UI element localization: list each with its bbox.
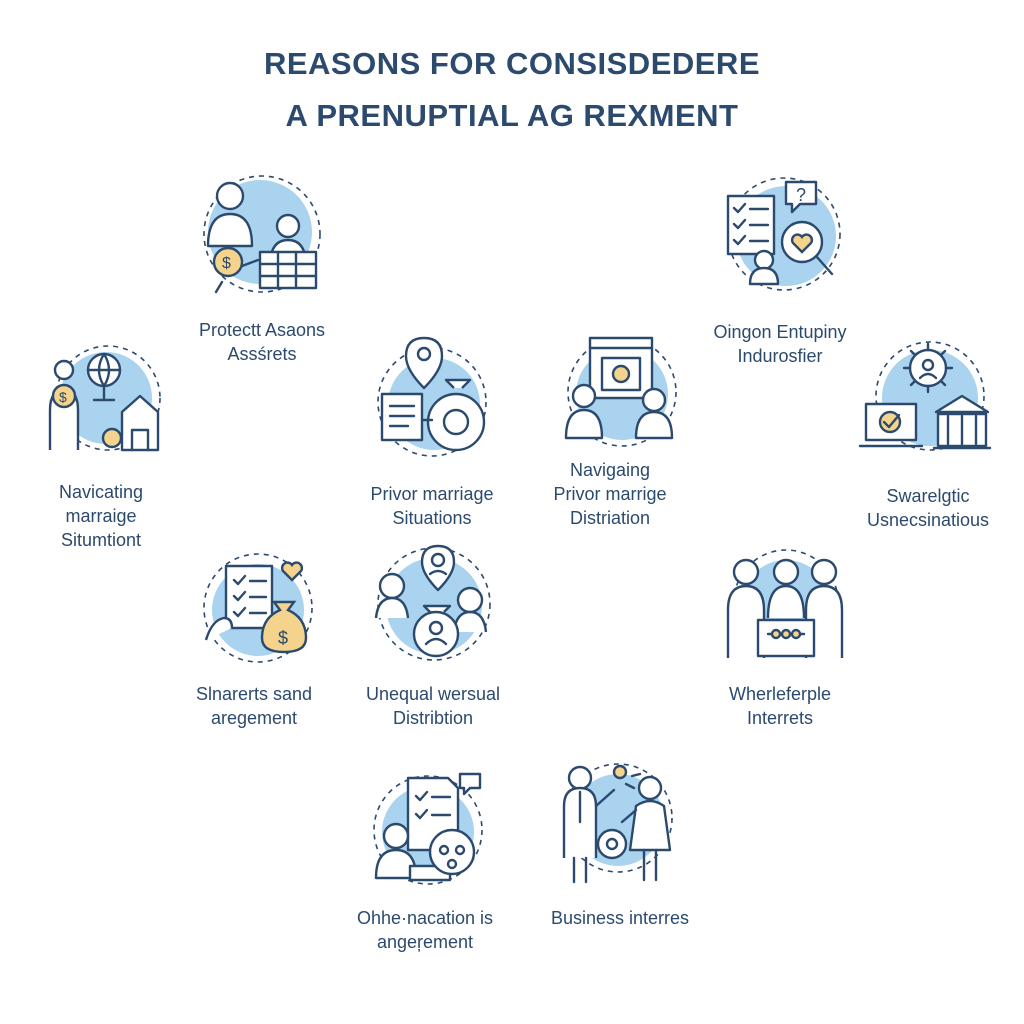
svg-text:$: $	[59, 389, 67, 405]
reason-label-line: Protectt Asaons	[198, 320, 326, 340]
title-line-2: A PRENUPTIAL AG REXMENT	[285, 98, 739, 133]
svg-text:$: $	[278, 628, 288, 648]
reason-label-line: Business interres	[550, 908, 690, 928]
reason-label-line: marraige	[65, 506, 137, 526]
laptop-gear-bank-icon	[858, 341, 992, 451]
title-line-1: REASONS FOR CONSISDEDERE	[263, 46, 760, 81]
reason-label-line: Slnarerts sand	[195, 684, 313, 704]
reason-label-line: aregement	[210, 708, 298, 728]
reason-label-line: Situations	[392, 508, 472, 528]
people-money-ledger-icon: $	[203, 175, 321, 294]
reason-label-line: Interrets	[746, 708, 814, 728]
reason-label-line: Privor marriage	[370, 484, 494, 504]
checklist-heart-money-bag-icon: $	[203, 553, 313, 663]
reason-label-line: Navicating	[58, 482, 144, 502]
reason-label-line: Situmtiont	[60, 530, 142, 550]
svg-text:?: ?	[796, 185, 806, 205]
reason-label-line: Wherleferple	[728, 684, 832, 704]
group-meeting-icon	[726, 549, 844, 658]
reason-label-line: Distriation	[569, 508, 651, 528]
reason-label-line: Distribtion	[392, 708, 474, 728]
reason-label-line: Swarelgtic	[886, 486, 970, 506]
business-couple-gear-icon	[562, 763, 673, 884]
safe-couple-icon	[564, 336, 677, 447]
globe-money-house-icon: $	[48, 345, 161, 452]
reason-label-line: Ohhe·nacation is	[356, 908, 494, 928]
checklist-heart-search-icon: ?	[726, 177, 841, 291]
person-document-chat-icon	[373, 772, 483, 885]
reason-label-line: Usnecsinatious	[866, 510, 990, 530]
reason-label-line: Unequal wersual	[365, 684, 501, 704]
document-money-bag-icon	[377, 336, 487, 457]
reason-label-line: Assśrets	[227, 344, 297, 364]
reason-label-line: Privor marrige	[553, 484, 667, 504]
svg-text:$: $	[222, 255, 231, 272]
reason-label-line: Navigaing	[569, 460, 651, 480]
reason-label-line: Oingon Entupiny	[713, 322, 847, 342]
reason-label-line: angeŗement	[376, 932, 474, 952]
people-exchange-icon	[374, 544, 491, 661]
reason-label-line: Indurosfier	[737, 346, 823, 366]
